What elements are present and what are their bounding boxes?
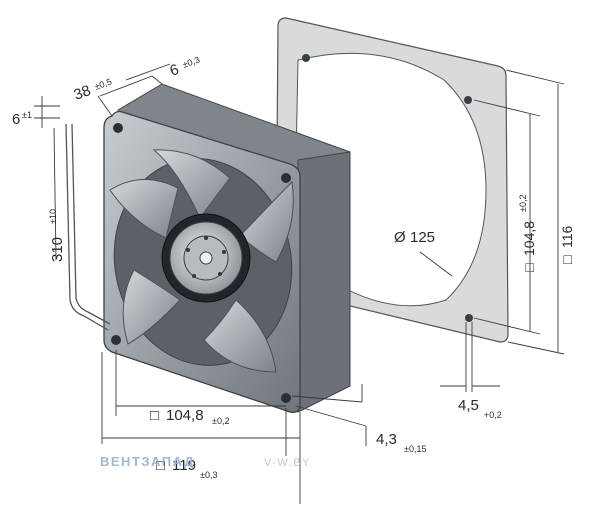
cable-length-value: 310 bbox=[49, 237, 66, 262]
cable-length-tol: ±10 bbox=[48, 209, 58, 224]
slot-width-tol: +0,2 bbox=[484, 410, 502, 420]
watermark-brand: ВЕНТЗАПАД bbox=[100, 454, 195, 469]
hole-spacing-gasket-value: 104,8 bbox=[521, 221, 537, 256]
fan-hole-tr bbox=[281, 173, 291, 183]
gasket-hole-br bbox=[465, 314, 473, 322]
hole-spacing-gasket-symbol: □ bbox=[521, 263, 537, 272]
flange-value: 6 bbox=[168, 61, 182, 80]
flange-tol: ±0,3 bbox=[181, 55, 201, 70]
width-front-value: 119 bbox=[172, 457, 196, 474]
gasket-hole-tl bbox=[302, 54, 310, 62]
gasket-size-symbol: □ bbox=[559, 255, 575, 264]
cable-offset-value: 6 bbox=[12, 111, 20, 128]
hub-center bbox=[199, 251, 213, 265]
slot-width-value: 4,5 bbox=[458, 397, 479, 414]
dimension-lines bbox=[34, 63, 565, 504]
opening-symbol: Ø bbox=[394, 229, 406, 246]
watermark-site: V-W.BY bbox=[264, 457, 311, 469]
hole-diameter-value: 4,3 bbox=[376, 431, 397, 448]
hole-spacing-gasket-tol: ±0,2 bbox=[518, 195, 528, 212]
hole-spacing-front-tol: ±0,2 bbox=[212, 416, 229, 426]
dimension-labels: 38 ±0,5 6 ±0,3 6 ±1 310 ±10 □ 104,8 ±0,2… bbox=[12, 55, 575, 480]
fan-blades bbox=[109, 149, 294, 373]
width-front-tol: ±0,3 bbox=[200, 470, 217, 480]
hole-diameter-tol: ±0,15 bbox=[404, 444, 426, 454]
opening-value: 125 bbox=[410, 229, 435, 246]
hole-spacing-front-symbol: □ bbox=[150, 407, 159, 424]
fan-body bbox=[103, 83, 351, 413]
depth-value: 38 bbox=[72, 82, 93, 104]
cable-offset-tol: ±1 bbox=[22, 110, 32, 120]
cable bbox=[65, 123, 111, 331]
fan-hole-br bbox=[281, 393, 291, 403]
hole-spacing-front-value: 104,8 bbox=[166, 407, 204, 424]
gasket-size-value: 116 bbox=[559, 225, 575, 248]
width-front-symbol: □ bbox=[156, 457, 165, 474]
depth-tol: ±0,5 bbox=[93, 77, 113, 92]
fan-hole-tl bbox=[113, 123, 123, 133]
gasket-hole-tr bbox=[464, 96, 472, 104]
fan-hole-bl bbox=[111, 335, 121, 345]
